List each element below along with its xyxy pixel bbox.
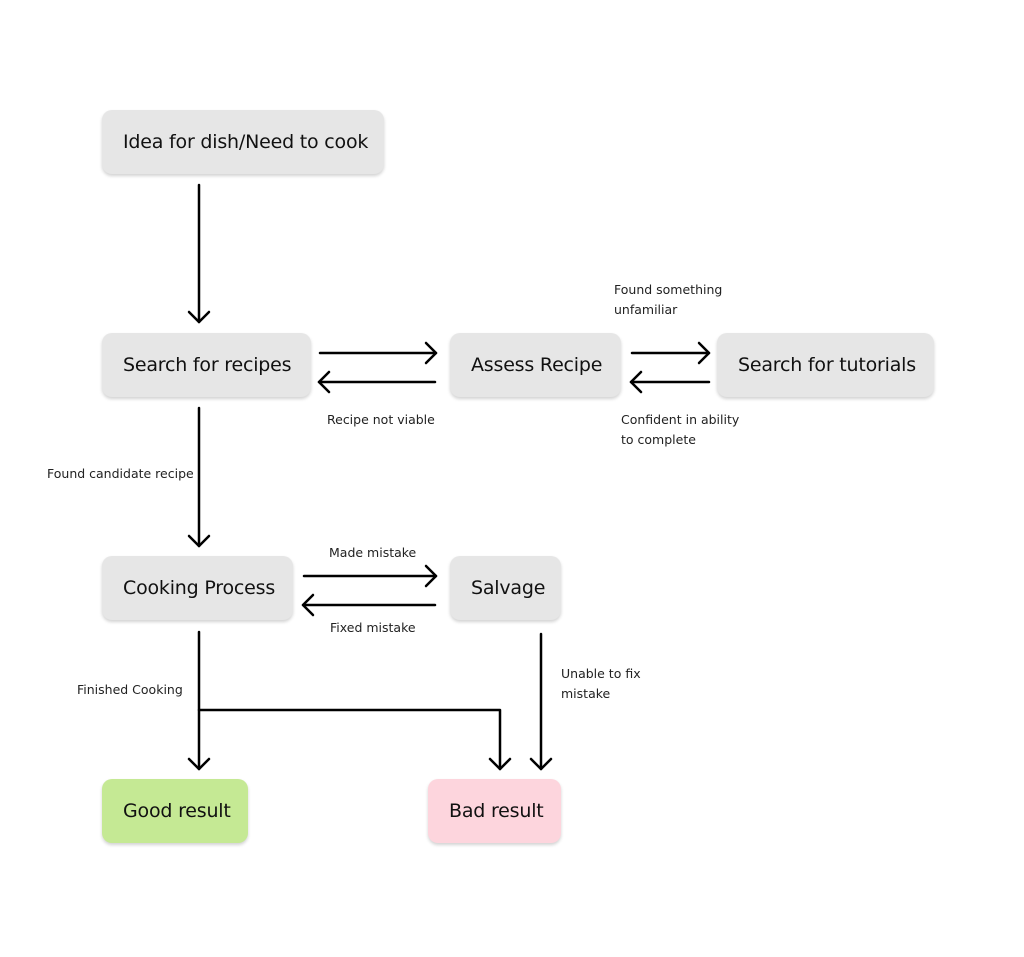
edge-cooking-to-bad [197, 708, 502, 771]
arrowhead-cooking-to-good [187, 757, 211, 771]
arrowhead-salvage-to-cooking [301, 593, 315, 617]
arrowhead-cooking-to-bad [488, 757, 512, 771]
edge-label-made-mistake: Made mistake [329, 545, 417, 560]
node-salvage-label: Salvage [471, 577, 546, 599]
node-good-result-label: Good result [123, 800, 231, 822]
edge-label-line: Unable to fix [561, 666, 641, 681]
node-search-recipes: Search for recipes [102, 333, 311, 397]
edge-label-line: mistake [561, 686, 611, 701]
arrowhead-idea-to-search [187, 310, 211, 324]
node-search-tutorials: Search for tutorials [717, 333, 934, 397]
edge-label-line: Found something [614, 282, 723, 297]
node-idea: Idea for dish/Need to cook [102, 110, 384, 174]
node-cooking-process-label: Cooking Process [123, 577, 276, 599]
edge-label-line: unfamiliar [614, 302, 678, 317]
edge-label-found-candidate: Found candidate recipe [47, 466, 194, 481]
arrowhead-tutorials-to-assess [629, 370, 643, 394]
node-assess-recipe: Assess Recipe [450, 333, 621, 397]
edge-label-confident: Confident in ability to complete [621, 410, 739, 450]
edge-label-unable-to-fix: Unable to fix mistake [561, 664, 641, 704]
edge-label-finished-cooking: Finished Cooking [77, 682, 183, 697]
edge-label-line: to complete [621, 432, 696, 447]
arrowhead-salvage-to-bad [529, 757, 553, 771]
arrowhead-cooking-to-salvage [424, 564, 438, 588]
arrowhead-assess-to-search [317, 370, 331, 394]
node-bad-result: Bad result [428, 779, 561, 843]
node-search-recipes-label: Search for recipes [123, 354, 292, 376]
edge-label-line: Confident in ability [621, 412, 740, 427]
node-bad-result-label: Bad result [449, 800, 544, 822]
edge-label-recipe-not-viable: Recipe not viable [327, 412, 435, 427]
arrowhead-assess-to-tutorials [697, 341, 711, 365]
arrowhead-search-to-assess [424, 341, 438, 365]
node-idea-label: Idea for dish/Need to cook [123, 131, 369, 153]
node-good-result: Good result [102, 779, 248, 843]
node-assess-recipe-label: Assess Recipe [471, 354, 603, 376]
node-search-tutorials-label: Search for tutorials [738, 354, 916, 376]
edge-label-found-unfamiliar: Found something unfamiliar [614, 280, 722, 320]
edge-label-fixed-mistake: Fixed mistake [330, 620, 416, 635]
arrowhead-search-to-cooking [187, 534, 211, 548]
node-cooking-process: Cooking Process [102, 556, 293, 620]
node-salvage: Salvage [450, 556, 561, 620]
